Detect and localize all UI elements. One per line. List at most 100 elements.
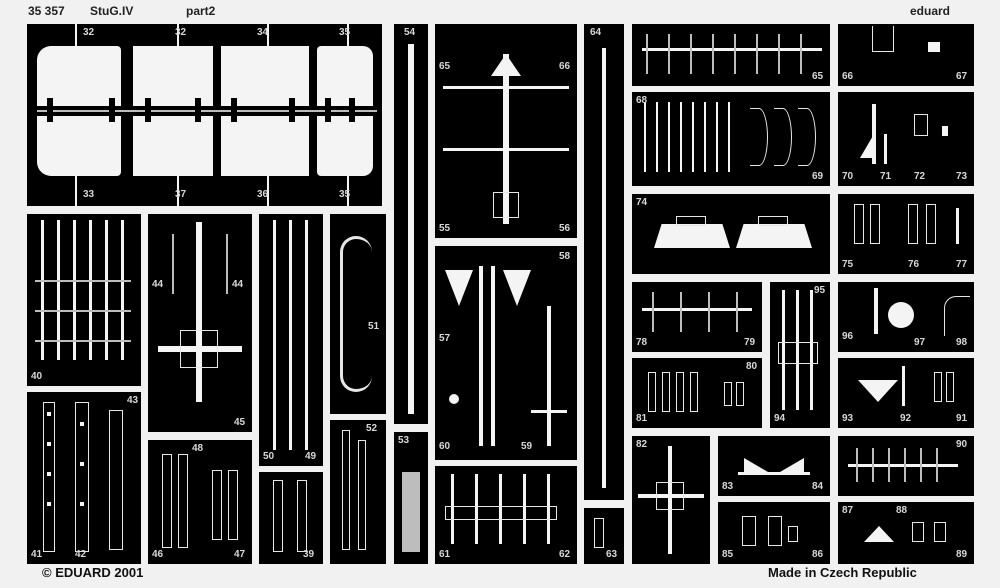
panel-parts-49-50: 50 49 <box>259 214 323 466</box>
panel-parts-57-60: 58 57 60 59 <box>435 246 577 460</box>
panel-fender-plates: 32 32 34 35 33 37 36 35 <box>27 24 382 206</box>
part-number-54: 54 <box>404 27 416 38</box>
panel-part-51: 51 <box>330 214 386 414</box>
part-number-68: 68 <box>636 95 648 106</box>
part-number-45: 45 <box>234 417 246 428</box>
panel-parts-80-81: 80 81 <box>632 358 762 428</box>
panel-parts-96-98: 96 97 98 <box>838 282 974 352</box>
panel-parts-55-66: 65 66 55 56 <box>435 24 577 238</box>
part-number-70: 70 <box>842 171 854 182</box>
part-number-42: 42 <box>75 549 87 560</box>
part-number-40: 40 <box>31 371 43 382</box>
part-number-44: 44 <box>152 279 164 290</box>
part-number-61: 61 <box>439 549 451 560</box>
panel-parts-85-86: 85 86 <box>718 502 830 564</box>
part-number-66: 66 <box>559 61 571 72</box>
part-number-67: 67 <box>956 71 968 82</box>
part-number-47: 47 <box>234 549 246 560</box>
part-number-37: 37 <box>175 189 187 200</box>
panel-parts-44-45: 44 44 45 <box>148 214 252 432</box>
part-number-64: 64 <box>590 27 602 38</box>
part-number-78: 78 <box>636 337 648 348</box>
panel-part-64: 64 <box>584 24 624 500</box>
part-number-81: 81 <box>636 413 648 424</box>
panel-parts-66-67: 66 67 <box>838 24 974 86</box>
panel-part-54: 54 <box>394 24 428 424</box>
part-number-87: 87 <box>842 505 854 516</box>
part-number-72: 72 <box>914 171 926 182</box>
part-number-88: 88 <box>896 505 908 516</box>
part-number-80: 80 <box>746 361 758 372</box>
part-number-32: 32 <box>175 27 187 38</box>
part-number-36: 36 <box>257 189 269 200</box>
panel-parts-70-73: 70 71 72 73 <box>838 92 974 186</box>
panel-parts-94-95: 95 94 <box>770 282 830 428</box>
part-number-53: 53 <box>398 435 410 446</box>
part-number-33: 33 <box>83 189 95 200</box>
part-number-76: 76 <box>908 259 920 270</box>
panel-parts-83-84: 83 84 <box>718 436 830 496</box>
kit-code: 35 357 <box>28 4 65 18</box>
panel-part-39: 39 <box>259 472 323 564</box>
part-number-90: 90 <box>956 439 968 450</box>
part-number-43: 43 <box>127 395 139 406</box>
origin-text: Made in Czech Republic <box>768 565 917 580</box>
part-number-58: 58 <box>559 251 571 262</box>
part-number-35: 35 <box>339 189 351 200</box>
panel-parts-68-69: 68 69 <box>632 92 830 186</box>
part-number-69: 69 <box>812 171 824 182</box>
copyright-text: © EDUARD 2001 <box>42 565 144 580</box>
part-number-48: 48 <box>192 443 204 454</box>
part-number-94: 94 <box>774 413 786 424</box>
panel-part-40: 40 <box>27 214 141 386</box>
brand-logo-text: eduard <box>910 4 951 18</box>
part-number-74: 74 <box>636 197 648 208</box>
panel-part-90: 90 <box>838 436 974 496</box>
part-number-98: 98 <box>956 337 968 348</box>
panel-part-74: 74 <box>632 194 830 274</box>
part-number-77: 77 <box>956 259 968 270</box>
panel-parts-78-79: 78 79 <box>632 282 762 352</box>
part-number-52: 52 <box>366 423 378 434</box>
part-number-83: 83 <box>722 481 734 492</box>
part-number-59: 59 <box>521 441 533 452</box>
part-number-39: 39 <box>303 549 315 560</box>
part-number-44: 44 <box>232 279 244 290</box>
part-number-55: 55 <box>439 223 451 234</box>
part-number-75: 75 <box>842 259 854 270</box>
kit-subject: StuG.IV <box>90 4 134 18</box>
panel-parts-46-48: 48 46 47 <box>148 440 252 564</box>
part-number-63: 63 <box>606 549 618 560</box>
part-number-92: 92 <box>900 413 912 424</box>
panel-part-82: 82 <box>632 436 710 564</box>
panel-part-53: 53 <box>394 432 428 564</box>
part-number-71: 71 <box>880 171 892 182</box>
kit-part: part2 <box>186 4 216 18</box>
part-number-79: 79 <box>744 337 756 348</box>
part-number-41: 41 <box>31 549 43 560</box>
panel-parts-61-62: 61 62 <box>435 466 577 564</box>
part-number-50: 50 <box>263 451 275 462</box>
part-number-34: 34 <box>257 27 269 38</box>
part-number-57: 57 <box>439 333 451 344</box>
part-number-82: 82 <box>636 439 648 450</box>
part-number-46: 46 <box>152 549 164 560</box>
part-number-95: 95 <box>814 285 826 296</box>
panel-parts-91-93: 93 92 91 <box>838 358 974 428</box>
part-number-62: 62 <box>559 549 571 560</box>
part-number-89: 89 <box>956 549 968 560</box>
part-number-66: 66 <box>842 71 854 82</box>
part-number-73: 73 <box>956 171 968 182</box>
part-number-93: 93 <box>842 413 854 424</box>
panel-parts-41-43: 43 41 42 <box>27 392 141 564</box>
part-number-51: 51 <box>368 321 380 332</box>
part-number-56: 56 <box>559 223 571 234</box>
panel-parts-75-77: 75 76 77 <box>838 194 974 274</box>
part-number-35: 35 <box>339 27 351 38</box>
part-number-32: 32 <box>83 27 95 38</box>
panel-part-65: 65 <box>632 24 830 86</box>
part-number-65: 65 <box>439 61 451 72</box>
panel-part-63: 63 <box>584 508 624 564</box>
part-number-97: 97 <box>914 337 926 348</box>
part-number-60: 60 <box>439 441 451 452</box>
